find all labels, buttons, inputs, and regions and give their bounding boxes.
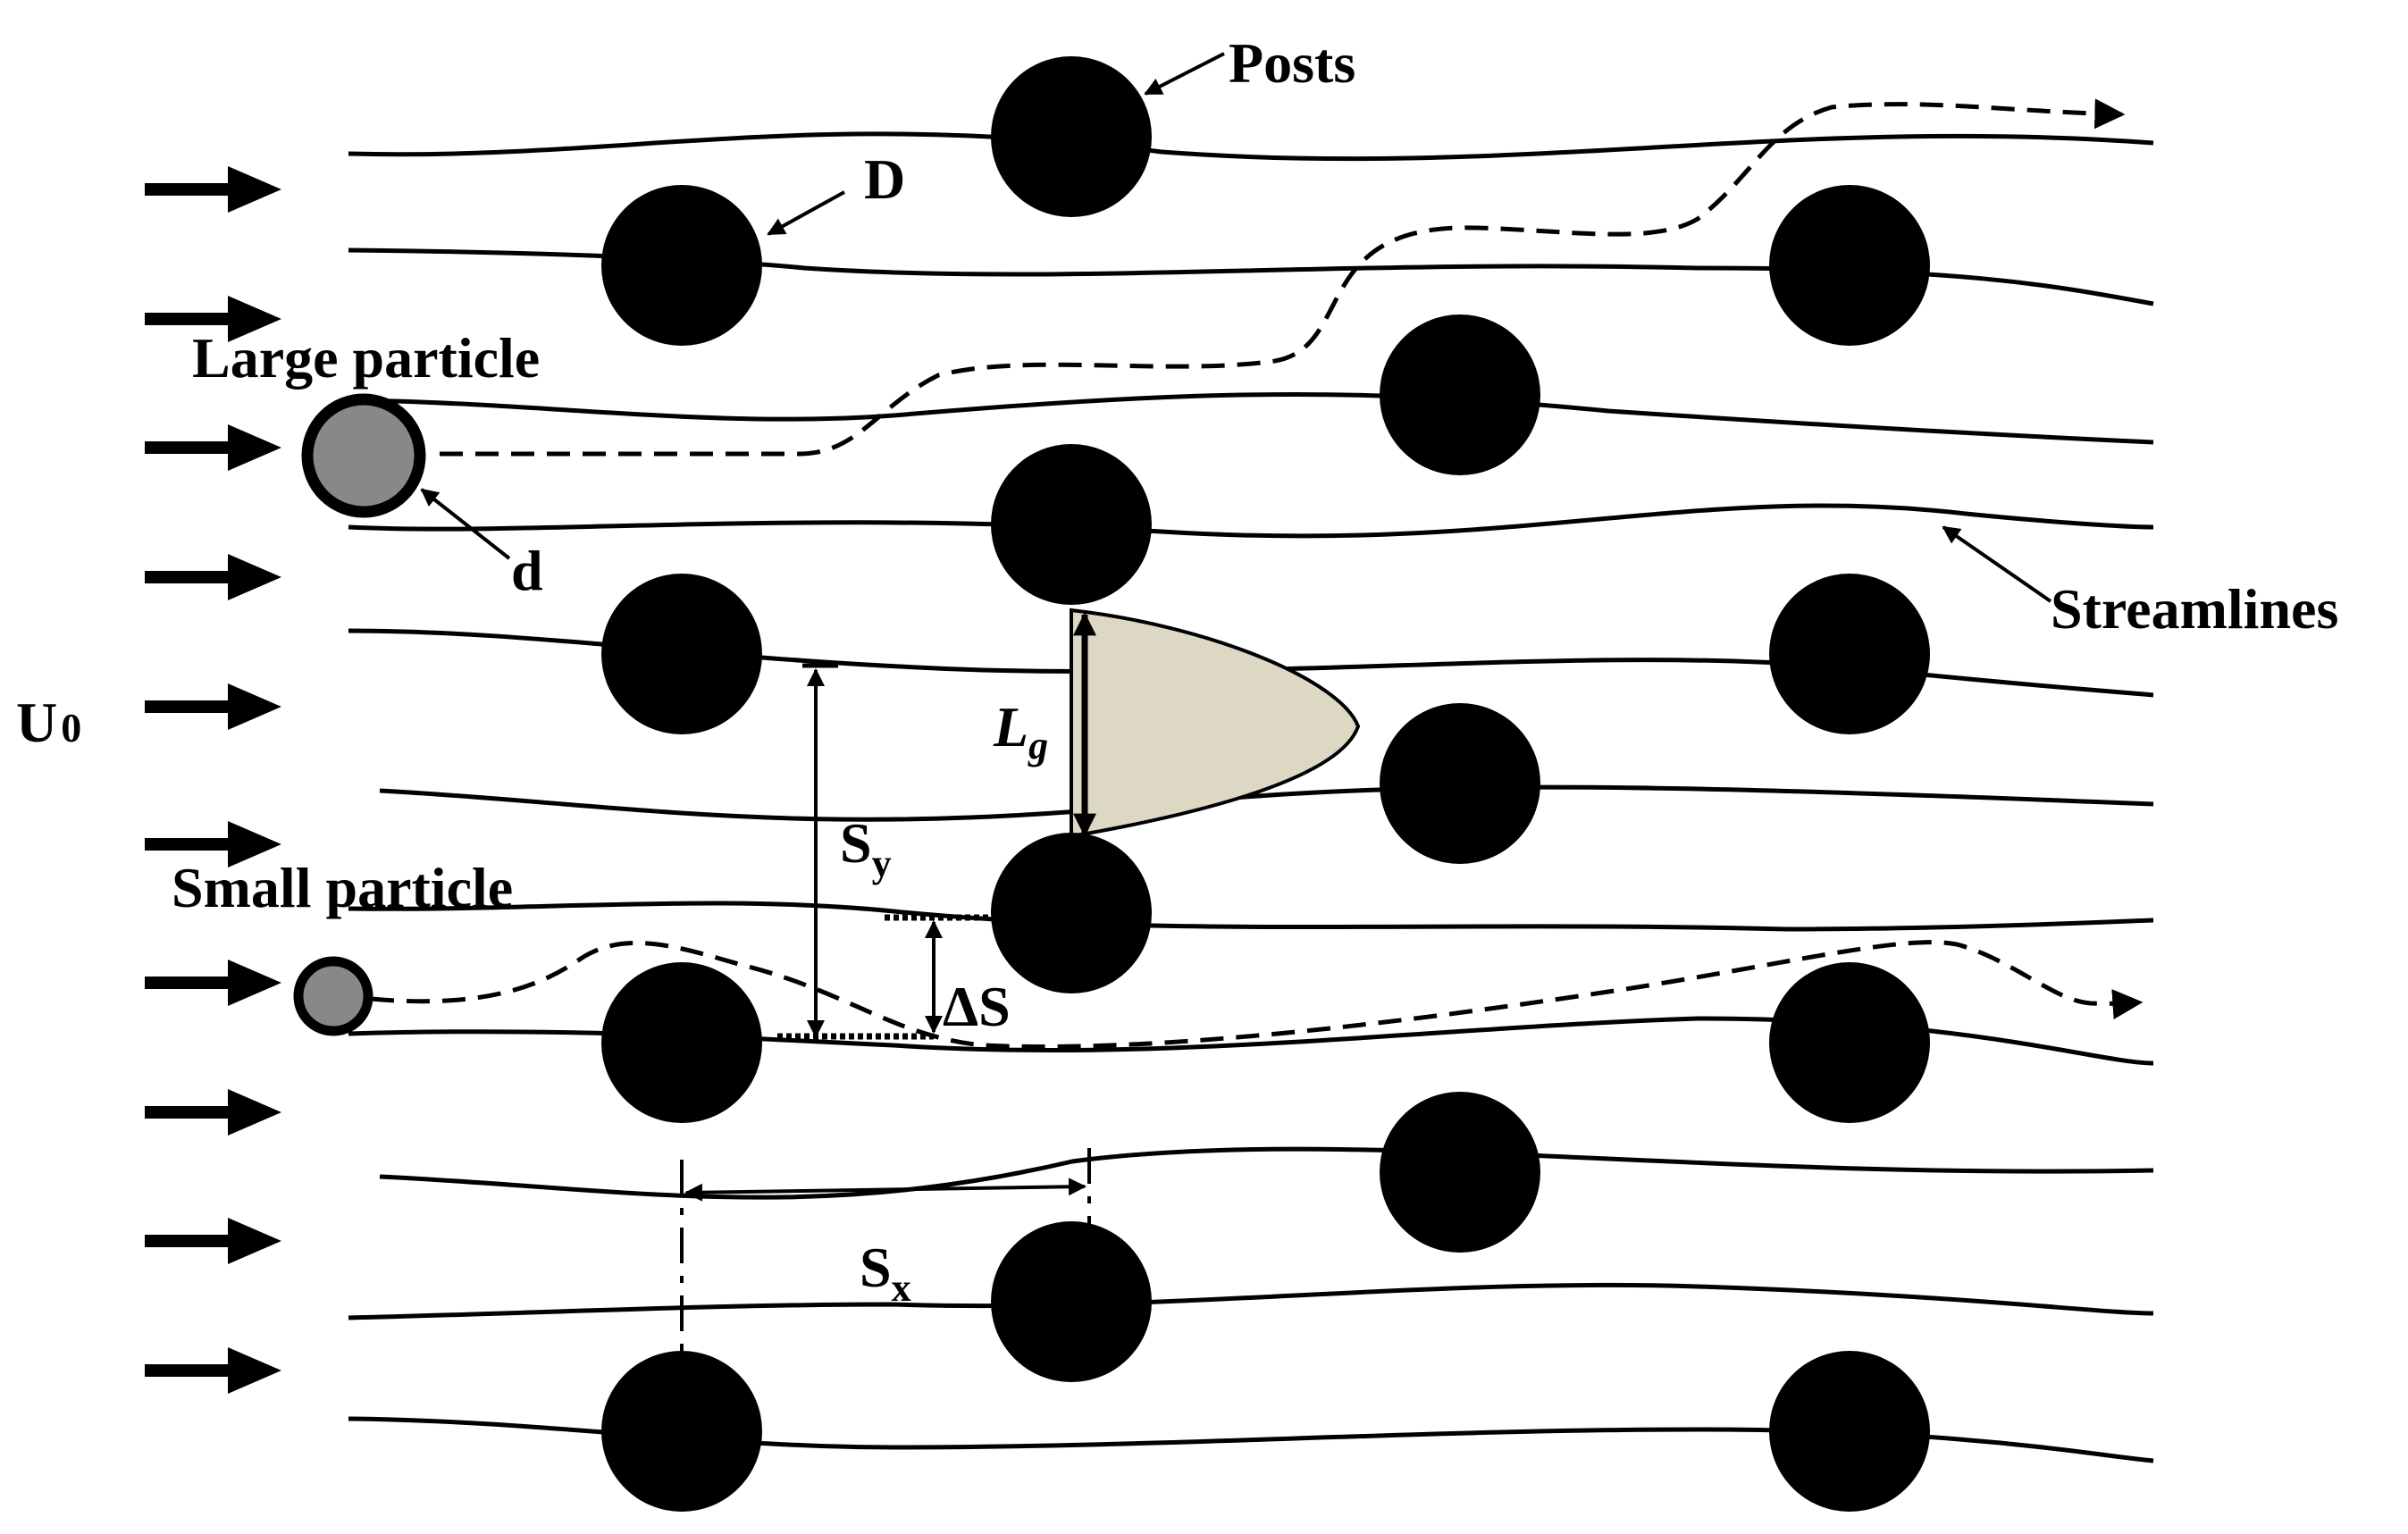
particle-diameter-label: d [511,539,543,602]
row-shift-label: ΔS [943,975,1011,1038]
flow-arrow-icon [145,554,281,600]
gap-width-label: Lg [993,695,1048,767]
inlet-arrows [145,166,281,1394]
small-particle-trajectory [370,940,2144,1050]
gap-width-subscript: g [1028,724,1048,767]
post [991,833,1152,993]
post [991,1221,1152,1382]
post [1380,703,1540,864]
streamline [379,784,2154,822]
post [991,56,1152,217]
streamline [348,901,2154,932]
post-diameter-label: D [864,147,905,211]
streamline [379,1146,2154,1200]
flow-arrow-icon [145,1089,281,1136]
post [1769,185,1930,346]
inlet-velocity-subscript: 0 [61,705,81,750]
post [1769,962,1930,1123]
particle-trajectories [370,98,2144,1050]
flow-arrow-icon [145,821,281,868]
streamline [348,392,2154,445]
post [1769,1351,1930,1512]
inlet-velocity-label: U0 [16,691,81,754]
lateral-spacing-label: Sy [840,811,892,885]
post-diameter-leader-arrow [767,190,845,236]
large-particle [301,393,426,518]
post [601,185,762,346]
post [601,1351,762,1512]
streamline [348,131,2154,162]
gap-velocity-profile [1070,608,1361,839]
flow-arrow-icon [145,296,281,342]
streamwise-spacing-label: Sx [860,1236,911,1310]
small-particle [293,956,373,1036]
post [601,962,762,1123]
flow-arrow-icon [145,1347,281,1394]
streamlines-leader-arrow [1942,525,2052,603]
lateral-spacing-subscript: y [872,842,892,885]
large-particle-trajectory [440,98,2126,457]
posts-leader-arrow [1144,52,1225,96]
streamwise-spacing-subscript: x [892,1266,911,1310]
flow-arrow-icon [145,424,281,471]
posts-label: Posts [1229,31,1355,95]
streamwise-spacing-arrow [684,1178,1087,1202]
post [1380,314,1540,475]
streamline [348,1282,2154,1320]
small-particle-label: Small particle [172,856,513,919]
flow-arrow-icon [145,1218,281,1264]
flow-arrow-icon [145,960,281,1006]
large-particle-label: Large particle [192,326,540,390]
post [601,574,762,734]
streamline [348,503,2154,539]
flow-arrow-icon [145,683,281,730]
posts-array [601,56,1930,1512]
particle-diameter-leader-arrow [420,488,511,560]
post [1380,1092,1540,1253]
streamlines-label: Streamlines [2051,577,2338,641]
flow-arrow-icon [145,166,281,213]
post [991,444,1152,605]
post [1769,574,1930,734]
